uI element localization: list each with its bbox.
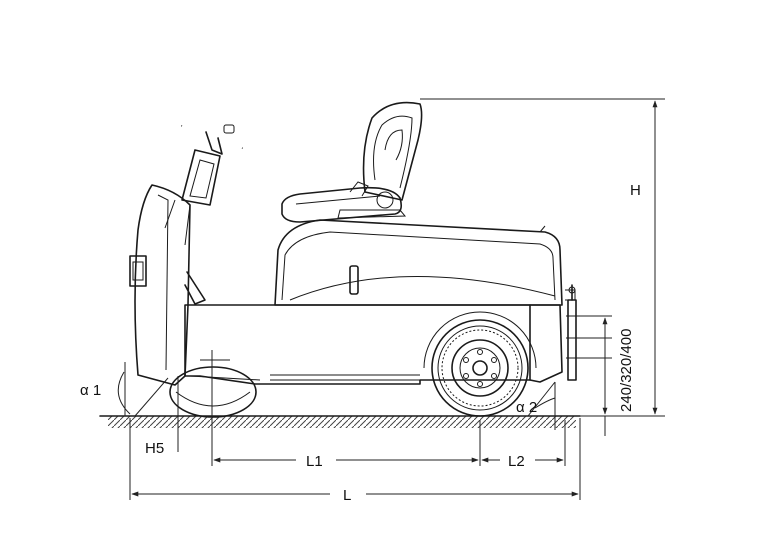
body-cover — [274, 219, 576, 306]
rear-panel — [129, 184, 261, 386]
label-alpha-1: α 1 — [80, 382, 101, 399]
tow-hitch — [566, 284, 580, 381]
angle-alpha-1: α 1 — [80, 362, 169, 417]
label-l1: L1 — [306, 453, 323, 470]
label-h5: H5 — [145, 440, 164, 457]
label-h: H — [630, 182, 641, 199]
label-fork-heights: 240/320/400 — [618, 329, 635, 412]
dimension-hitch-height: 240/320/400 — [580, 315, 635, 436]
label-l2: L2 — [508, 453, 525, 470]
dimension-height: H — [420, 98, 665, 417]
ground — [99, 415, 581, 428]
dimension-wheelbase: L1 L2 — [211, 350, 566, 470]
front-wheel — [423, 311, 537, 417]
angle-alpha-2: α 2 — [516, 381, 556, 430]
dimension-h5: H5 — [145, 376, 179, 457]
label-alpha-2: α 2 — [516, 399, 537, 416]
rear-wheel — [169, 366, 257, 418]
seat — [281, 101, 423, 223]
steering — [164, 124, 243, 305]
dimension-length: L — [129, 418, 581, 504]
chassis — [184, 304, 563, 385]
label-l: L — [343, 487, 351, 504]
